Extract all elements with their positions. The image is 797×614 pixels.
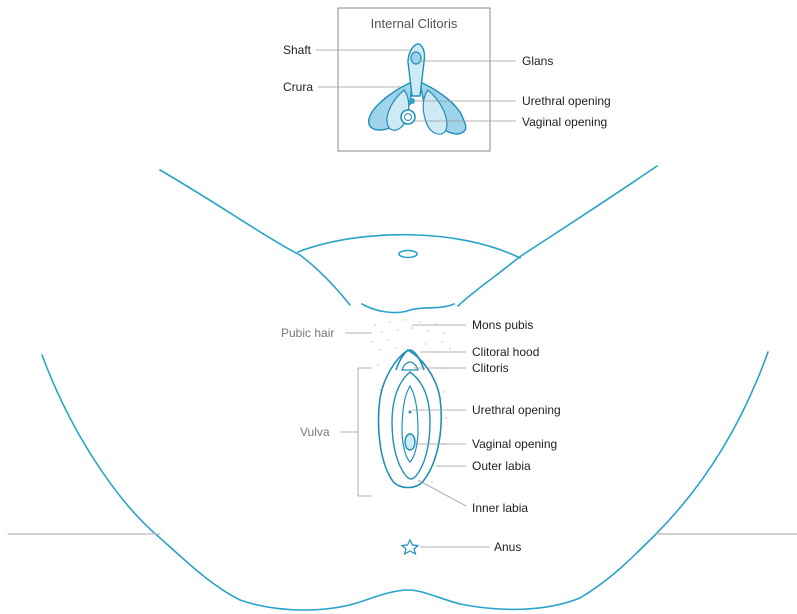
leader-inner-labia (418, 480, 466, 506)
navel (399, 251, 417, 258)
urethral-opening-dot-main (409, 411, 412, 414)
left-thigh-line (42, 352, 768, 610)
label-clitoris: Clitoris (472, 361, 509, 375)
vaginal-opening-ring (401, 110, 415, 124)
label-mons-pubis: Mons pubis (472, 318, 533, 332)
main-labels: Vulva Pubic hair Mons pubis Clitoral hoo… (281, 318, 561, 554)
glans-shape (411, 52, 421, 64)
vulva-bracket (358, 368, 372, 496)
vaginal-opening-main (405, 434, 415, 450)
clitoris-shape (402, 362, 418, 370)
outer-labia-shape (379, 350, 442, 488)
label-glans: Glans (522, 54, 553, 68)
internal-clitoris-inset: Internal Clitoris Shaft Crura Glans Uret… (283, 8, 611, 151)
label-inner-labia: Inner labia (472, 501, 528, 515)
label-anus: Anus (494, 540, 521, 554)
label-pubic-hair: Pubic hair (281, 326, 334, 340)
label-clitoral-hood: Clitoral hood (472, 345, 539, 359)
inset-title: Internal Clitoris (371, 16, 458, 31)
label-urethral-opening: Urethral opening (472, 403, 561, 417)
label-vulva: Vulva (300, 425, 330, 439)
label-vaginal-opening: Vaginal opening (472, 437, 557, 451)
label-outer-labia: Outer labia (472, 459, 531, 473)
label-inset-vaginal-opening: Vaginal opening (522, 115, 607, 129)
body-outline (8, 166, 797, 610)
anus-mark (402, 540, 418, 554)
pubic-curve (362, 304, 454, 312)
torso-left-line (160, 170, 350, 305)
label-crura: Crura (283, 80, 313, 94)
label-shaft: Shaft (283, 43, 312, 57)
abdomen-arc (298, 235, 520, 258)
torso-right-line (458, 166, 657, 306)
clitoral-hood-shape (396, 350, 424, 370)
label-inset-urethral-opening: Urethral opening (522, 94, 611, 108)
vulva-illustration (379, 350, 442, 554)
